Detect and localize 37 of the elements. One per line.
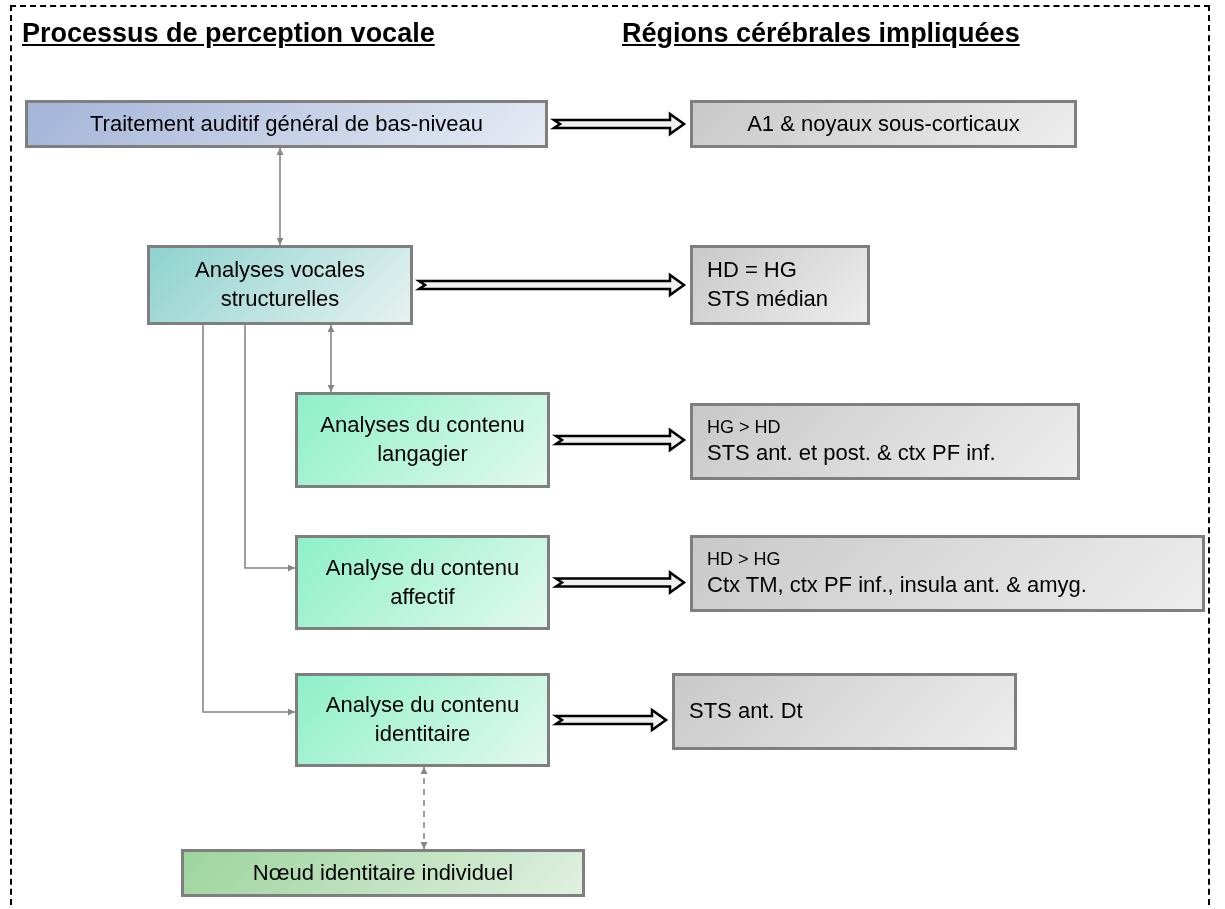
box-text: Analyse du contenu identitaire [324,691,521,748]
process-box [295,673,550,767]
arrow [202,324,296,716]
double-arrow [549,111,687,137]
process-box [690,100,1077,148]
process-box [25,100,548,148]
box-text: STS ant. Dt [689,697,803,726]
process-box [690,403,1080,480]
process-box [690,535,1205,612]
process-box [690,245,870,325]
box-text: HG > HD [707,415,781,439]
column-heading: Processus de perception vocale [22,18,435,49]
box-text: Analyses vocales structurelles [194,256,366,313]
box-text: STS ant. et post. & ctx PF inf. [707,438,996,467]
arrow [276,147,284,246]
arrow [244,324,296,572]
box-text: HD = HG [707,256,797,285]
box-text: STS médian [707,285,829,313]
arrow [420,766,428,850]
process-box [295,392,550,488]
box-text: Analyse du contenu affectif [324,553,521,611]
box-text: Analyses du contenu langagier [319,411,526,468]
process-box [147,245,413,325]
box-text: Ctx TM, ctx PF inf., insula ant. & amyg. [707,570,1087,599]
column-heading: Régions cérébrales impliquées [622,18,1020,49]
box-text: A1 & noyaux sous-corticaux [747,109,1020,138]
double-arrow [551,707,669,733]
process-box [181,849,585,897]
box-text: Nœud identitaire individuel [252,858,514,887]
box-text: Traitement auditif général de bas-niveau [90,109,483,138]
process-box [295,535,550,630]
double-arrow [414,272,687,298]
double-arrow [551,427,687,453]
arrow [327,324,335,393]
process-box [672,673,1017,750]
box-text: HD > HG [707,547,781,571]
double-arrow [551,570,687,595]
